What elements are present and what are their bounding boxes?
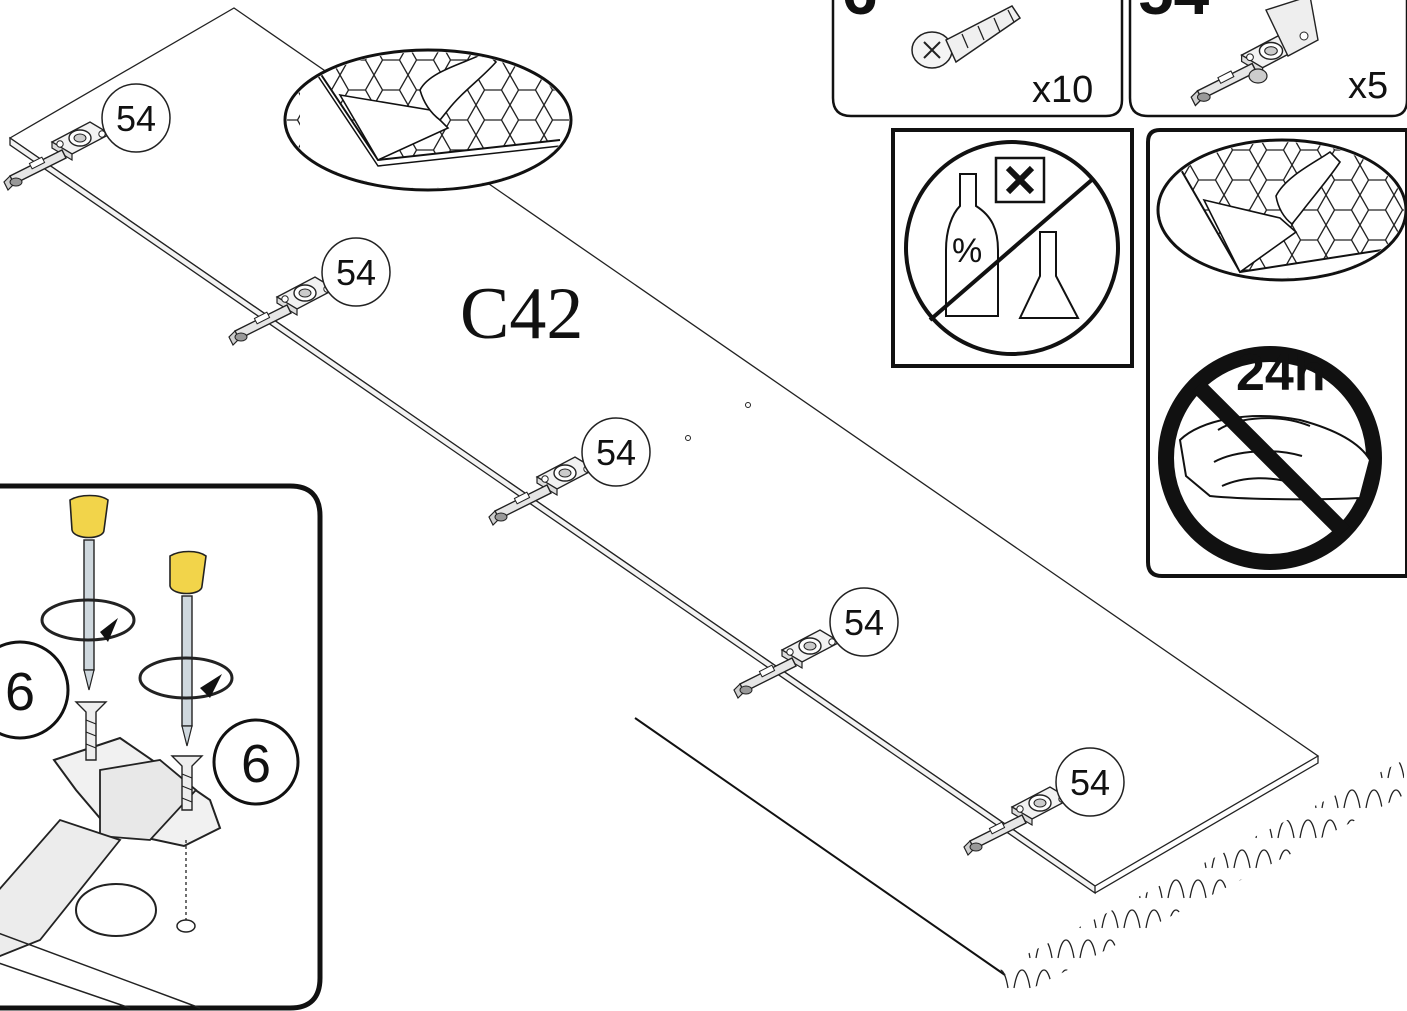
part-quantity: x5 — [1348, 65, 1388, 107]
film-peel-icon — [1156, 138, 1407, 282]
part-number: 6 — [842, 0, 878, 28]
part-quantity: x10 — [1032, 69, 1093, 111]
part-number: 54 — [1138, 0, 1210, 28]
screwdriver-icon — [40, 494, 136, 691]
svg-text:54: 54 — [336, 252, 376, 293]
part-box-hinge: 54 x5 — [1128, 0, 1407, 118]
hinge-callout: 54 — [1055, 747, 1125, 817]
prohibited-box-icon — [994, 156, 1046, 204]
screw-icon — [911, 5, 1022, 69]
screw-callout: 6 — [0, 640, 70, 740]
svg-text:54: 54 — [844, 602, 884, 643]
detail-screwing-hinge: 6 6 — [0, 483, 323, 1011]
bottle-icon: % — [945, 173, 999, 317]
screw-icon — [170, 755, 204, 811]
hinge-callout: 54 — [101, 83, 171, 153]
hinge-cup-detail — [0, 736, 222, 1009]
screw-callout: 6 — [212, 718, 300, 806]
screw-icon — [74, 701, 108, 761]
floor-surface — [634, 717, 1404, 1000]
warning-no-chemicals: % — [891, 128, 1134, 368]
hinge-icon — [1190, 0, 1319, 107]
warning-film-and-24h: 24h — [1146, 128, 1407, 578]
wait-label: 24h — [1236, 344, 1326, 402]
svg-text:6: 6 — [5, 662, 35, 722]
film-peel-illustration — [283, 48, 573, 192]
panel-c42 — [8, 7, 1320, 895]
svg-text:54: 54 — [596, 432, 636, 473]
svg-text:54: 54 — [1070, 762, 1110, 803]
hinge-callout: 54 — [581, 417, 651, 487]
svg-text:6: 6 — [241, 734, 271, 794]
hinge-callout: 54 — [829, 587, 899, 657]
flask-icon — [1018, 231, 1080, 319]
part-box-screw: 6 x10 — [831, 0, 1124, 118]
percent-symbol: % — [952, 232, 982, 270]
panel-label: C42 — [460, 273, 583, 355]
hinge-callout: 54 — [321, 237, 391, 307]
svg-text:54: 54 — [116, 98, 156, 139]
no-cleaning-24h-icon: 24h — [1158, 344, 1382, 570]
screwdriver-icon — [138, 550, 234, 747]
